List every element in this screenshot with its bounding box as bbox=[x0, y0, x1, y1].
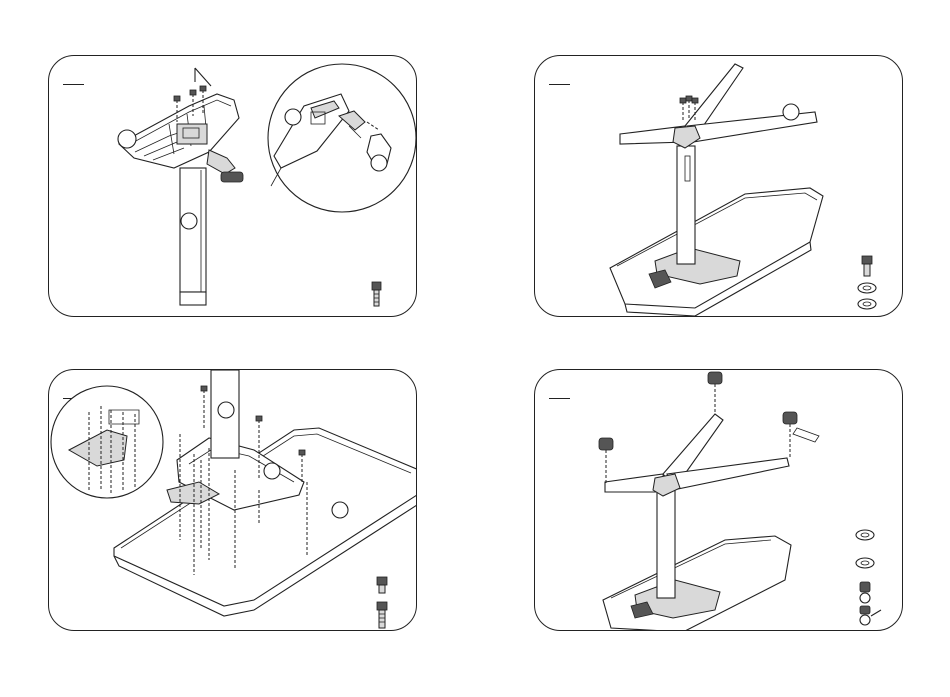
part-callout-detail-knob bbox=[371, 155, 387, 171]
step-panel-4 bbox=[534, 369, 903, 631]
washer-icon bbox=[856, 558, 874, 568]
washer-icon bbox=[856, 530, 874, 540]
base-plate bbox=[603, 536, 791, 631]
part-callout-bracket bbox=[264, 463, 280, 479]
caster-wheel bbox=[708, 372, 722, 414]
tripod-arms bbox=[605, 414, 789, 496]
bracket-assembly-drawing bbox=[49, 56, 417, 317]
part-callout-column bbox=[218, 402, 234, 418]
detail-magnifier bbox=[268, 64, 416, 212]
part-callout-arm bbox=[783, 104, 799, 120]
column-tube bbox=[657, 488, 675, 598]
detail-magnifier bbox=[51, 386, 163, 498]
base-plate bbox=[610, 188, 823, 316]
locking-caster-icon bbox=[860, 606, 881, 625]
washer-icon bbox=[858, 283, 876, 293]
part-callout-base bbox=[332, 502, 348, 518]
part-callout-column bbox=[181, 213, 197, 229]
column-tube bbox=[677, 146, 695, 264]
part-callout-bracket bbox=[118, 130, 136, 148]
arms-assembly-drawing bbox=[535, 56, 903, 317]
wrench-icon bbox=[793, 428, 819, 442]
caster-hardware-icon bbox=[860, 582, 870, 603]
part-callout-detail-bracket bbox=[285, 109, 301, 125]
washer-icon bbox=[858, 299, 876, 309]
step-panel-2 bbox=[534, 55, 903, 317]
casters-assembly-drawing bbox=[535, 370, 903, 631]
screw-hardware-icon bbox=[372, 282, 381, 306]
column-tube bbox=[180, 168, 206, 305]
caster-wheel bbox=[599, 438, 613, 484]
step-panel-3 bbox=[48, 369, 417, 631]
screw-hardware-icon bbox=[377, 577, 387, 593]
arm-screws bbox=[680, 96, 698, 122]
tilt-knob bbox=[207, 150, 243, 182]
hex-key-icon bbox=[195, 68, 211, 86]
base-assembly-drawing bbox=[49, 370, 417, 631]
screw-hardware-icon bbox=[862, 256, 872, 276]
step-panel-1 bbox=[48, 55, 417, 317]
long-screw-icon bbox=[377, 602, 387, 628]
